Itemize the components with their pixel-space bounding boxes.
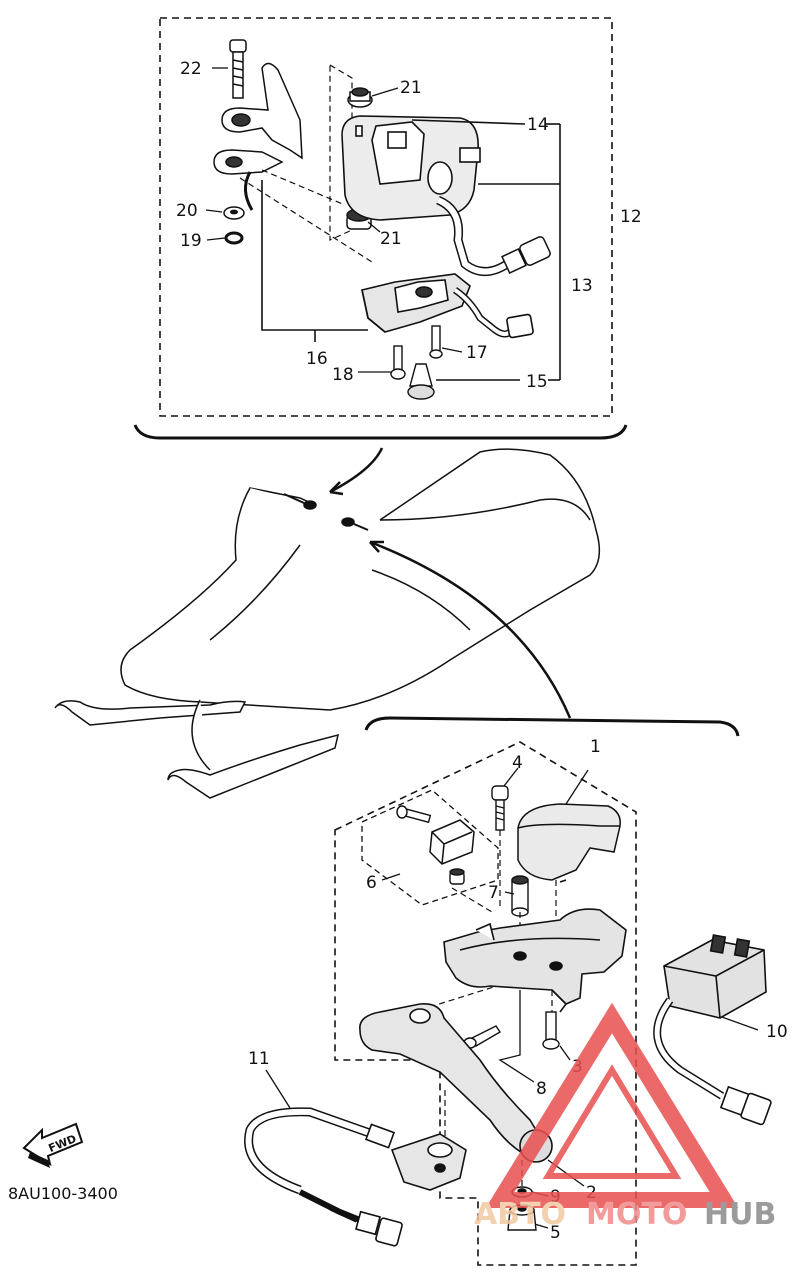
part-6-nut — [449, 868, 465, 885]
leader-12-13-14-15 — [411, 119, 561, 381]
bolt-3 — [542, 1011, 560, 1050]
inset-dashed-frame-12 — [159, 17, 613, 417]
lever-bracket — [443, 908, 627, 1013]
switch-housing-14 — [341, 115, 481, 221]
callout-4: 4 — [512, 753, 523, 773]
inset-dashed-frame-1 — [334, 741, 637, 1266]
catalog-code: 8AU100-3400 — [8, 1184, 118, 1203]
callout-18: 18 — [332, 365, 354, 385]
guide-lines — [239, 64, 373, 263]
screw-8 — [463, 1025, 501, 1049]
watermark-text-3: HUB — [704, 1197, 776, 1232]
leader-16 — [261, 180, 368, 342]
callout-1: 1 — [590, 737, 601, 757]
callout-8: 8 — [536, 1079, 547, 1099]
switch-base-16 — [361, 273, 534, 339]
callout-15: 15 — [526, 372, 548, 392]
part-6-switch — [429, 819, 475, 865]
lock-washer-19 — [224, 231, 244, 245]
watermark-logo: АВТО МОТО HUB — [474, 1002, 776, 1232]
switch-11 — [244, 1107, 467, 1247]
callout-5: 5 — [550, 1223, 561, 1243]
callout-16: 16 — [306, 349, 328, 369]
callout-14: 14 — [527, 115, 549, 135]
lever-cover — [517, 803, 621, 883]
cable-14 — [436, 195, 551, 276]
callout-7: 7 — [488, 883, 499, 903]
callout-22: 22 — [180, 59, 202, 79]
top-inset: 22 21 14 12 20 19 21 13 16 17 18 15 — [133, 17, 642, 440]
bolt-22 — [229, 39, 247, 99]
callout-12: 12 — [620, 207, 642, 227]
bolt-15 — [407, 363, 435, 400]
callout-19: 19 — [180, 231, 202, 251]
watermark-text-1: АВТО — [474, 1197, 566, 1232]
part-6-screw — [396, 805, 432, 824]
small-leaders — [205, 67, 463, 373]
fwd-arrow: FWD — [22, 1122, 84, 1168]
watermark-text-2: МОТО — [586, 1197, 687, 1232]
screw-17 — [429, 325, 443, 359]
mounting-bracket — [213, 62, 303, 211]
inset-bracket-bottom — [364, 716, 740, 737]
callout-21-bottom: 21 — [380, 229, 402, 249]
watermark-triangle — [485, 1002, 739, 1208]
callout-10: 10 — [766, 1022, 788, 1042]
screw-18 — [390, 345, 406, 380]
washer-20 — [223, 206, 245, 220]
callout-17: 17 — [466, 343, 488, 363]
callout-20: 20 — [176, 201, 198, 221]
subframe-6 — [361, 789, 499, 906]
grommet-21-top — [347, 87, 373, 108]
callout-13: 13 — [571, 276, 593, 296]
location-arrows — [329, 447, 572, 719]
inset-bracket-top — [133, 424, 628, 440]
callout-11: 11 — [248, 1049, 270, 1069]
snowmobile-outline — [54, 448, 601, 799]
callout-6: 6 — [366, 873, 377, 893]
spacer-7 — [511, 875, 529, 917]
switch-10 — [653, 934, 772, 1126]
bolt-4 — [491, 785, 509, 831]
callout-21-top: 21 — [400, 78, 422, 98]
